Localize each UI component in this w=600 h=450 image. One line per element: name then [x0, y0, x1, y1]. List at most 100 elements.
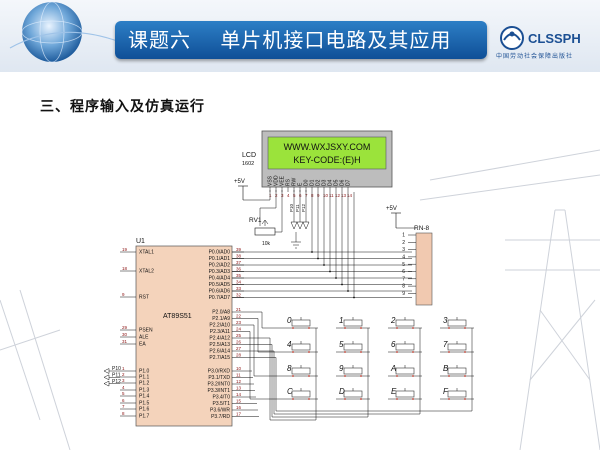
mcu-pin-number: 11 — [236, 373, 241, 378]
lcd-pin-number: 13 — [341, 193, 347, 198]
key-contact — [448, 375, 450, 377]
key-label: B — [443, 364, 449, 373]
key-label: 2 — [390, 316, 396, 325]
mcu-pin-number: 16 — [236, 405, 242, 410]
input-terminal-icon — [103, 380, 110, 387]
key-contact — [396, 351, 398, 353]
keypad-row-wire — [244, 324, 284, 377]
mcu-pin-name: P1.5 — [139, 401, 150, 407]
mcu-name: AT89S51 — [163, 313, 192, 320]
keypad-col-wire — [244, 328, 421, 415]
keypad-wiring — [244, 311, 473, 421]
mcu-pin-number: 30 — [122, 332, 128, 337]
mcu-pin-name: P2.1/A9 — [212, 316, 230, 322]
mcu-pin-name: P1.0 — [139, 369, 150, 375]
key-switch — [343, 319, 363, 327]
mcu-pin-number: 15 — [236, 399, 242, 404]
mcu-pin-name: P3.2/INT0 — [207, 382, 230, 388]
mcu-pin-number: 5 — [122, 391, 125, 396]
mcu-pin-number: 31 — [122, 339, 128, 344]
mcu-pin-number: 9 — [122, 292, 125, 297]
key-contact — [308, 351, 310, 353]
input-terminal-icon — [103, 374, 110, 381]
mcu-pin-name: P0.2/AD2 — [209, 263, 231, 269]
lcd-pin-name: D4 — [328, 179, 334, 186]
mcu-pin-name: P0.6/AD6 — [209, 289, 231, 295]
wiper-label-p10: P10 — [289, 203, 294, 212]
mcu-pin-name: P1.4 — [139, 394, 150, 400]
lcd-pin-name: D0 — [304, 179, 310, 186]
rn8-label: RN-8 — [414, 225, 430, 232]
mcu-pin-number: 10 — [236, 366, 242, 371]
mcu-ref: U1 — [136, 238, 145, 245]
rn8-pin-number: 1 — [402, 233, 405, 239]
mcu-pin-name: P2.6/A14 — [209, 349, 230, 355]
bus-junction — [311, 251, 313, 253]
mcu-pin-number: 1 — [122, 366, 125, 371]
mcu-pin-name: P1.3 — [139, 388, 150, 394]
mcu-pin-name: RST — [139, 295, 149, 301]
lcd-line-1: WWW.WXJSXY.COM — [284, 142, 371, 152]
key-switch — [291, 390, 311, 398]
input-terminal-label: P12 — [112, 379, 121, 385]
lcd-pin-name: VDD — [274, 175, 280, 186]
mcu-pin-number: 39 — [236, 247, 242, 252]
lcd-pin-number: 4 — [287, 193, 290, 198]
logo-text: CLSSPH — [528, 31, 581, 46]
bus-junction — [317, 257, 319, 260]
key-contact — [464, 375, 466, 377]
key-contact — [360, 351, 362, 353]
power-label-left: +5V — [234, 179, 245, 185]
key-contact — [292, 375, 294, 377]
keypad-col-wire — [244, 328, 473, 412]
wiper-label-p11: P11 — [295, 204, 300, 212]
mcu-pin-number: 32 — [236, 293, 242, 298]
rn8-pin-number: 8 — [402, 284, 405, 290]
key-switch — [291, 343, 311, 351]
mcu-pin-name: P0.3/AD3 — [209, 269, 231, 275]
title-bar — [115, 21, 487, 59]
keypad-col-wire — [244, 328, 317, 421]
mcu-pin-number: 34 — [236, 280, 242, 285]
key-label: 3 — [443, 316, 448, 325]
lcd-pin-name: D7 — [346, 179, 352, 186]
lcd-pin-name: D2 — [316, 179, 322, 186]
mcu-pin-number: 21 — [236, 307, 242, 312]
wiper-inputs — [290, 221, 310, 230]
key-switch — [291, 367, 311, 375]
key-label: 9 — [339, 364, 344, 373]
keypad-col-wire — [244, 328, 369, 418]
keypad-row-wire — [244, 331, 284, 400]
logo-mark-icon — [500, 26, 524, 50]
lcd-pin-number: 14 — [347, 193, 353, 198]
rv1-label: RV1 — [249, 217, 262, 224]
wiper-label-p12: P12 — [301, 203, 306, 212]
key-label: 7 — [443, 340, 448, 349]
lcd-pin-number: 3 — [281, 193, 284, 198]
mcu-pin-name: P0.1/AD1 — [209, 256, 231, 262]
key-contact — [344, 351, 346, 353]
key-contact — [292, 327, 294, 329]
key-switch — [395, 367, 415, 375]
lcd-pin-name: E — [298, 182, 304, 186]
globe-icon — [9, 1, 121, 63]
key-switch — [447, 390, 467, 398]
mcu-pin-number: 38 — [236, 254, 242, 259]
mcu-pin-name: P1.6 — [139, 407, 150, 413]
mcu-pin-name: XTAL2 — [139, 269, 154, 275]
mcu-pin-name: P2.7/A15 — [209, 355, 230, 361]
key-contact — [464, 398, 466, 400]
slide-title: 课题六 单片机接口电路及其应用 — [128, 28, 452, 52]
mcu-pin-name: P2.0/A8 — [212, 310, 230, 316]
key-contact — [448, 327, 450, 329]
mcu-pin-number: 35 — [236, 273, 242, 278]
mcu-pin-number: 26 — [236, 340, 242, 345]
mcu-pin-name: P2.2/A10 — [209, 323, 230, 329]
mcu-pin-number: 37 — [236, 260, 242, 265]
rn8-pin-number: 4 — [402, 255, 405, 261]
input-terminal-icon — [103, 368, 110, 374]
